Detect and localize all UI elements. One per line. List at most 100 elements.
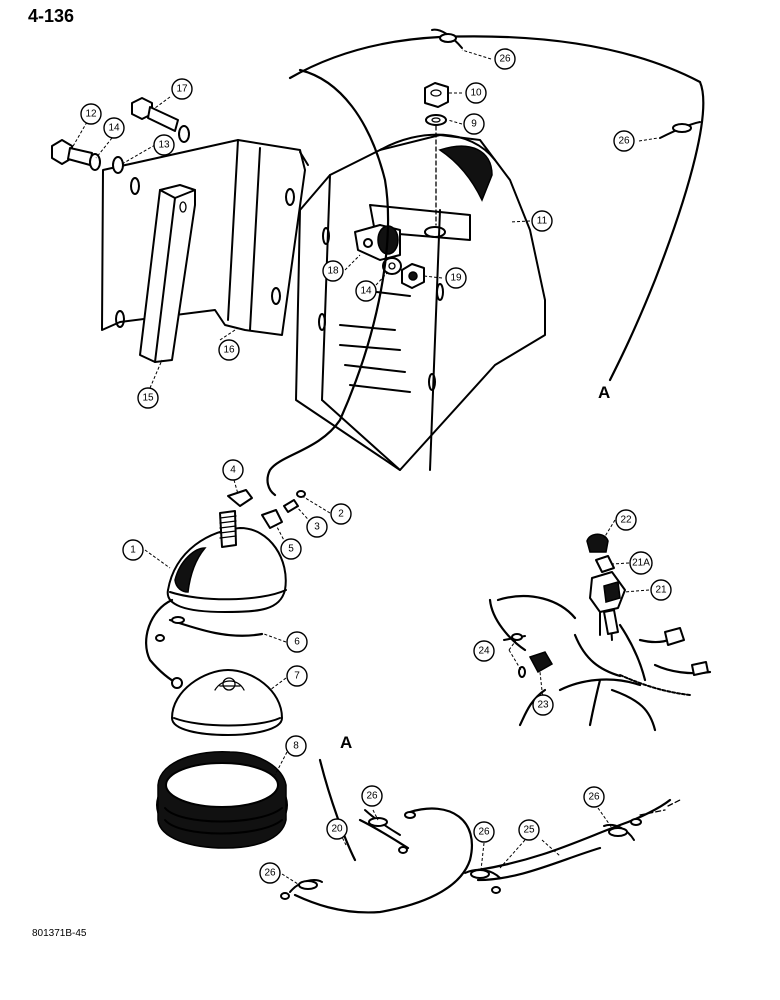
- svg-text:25: 25: [523, 825, 535, 836]
- svg-text:24: 24: [478, 646, 490, 657]
- svg-text:11: 11: [537, 216, 548, 227]
- callout-19: 19: [445, 267, 467, 289]
- callout-13: 13: [153, 134, 175, 156]
- knob-22: [586, 533, 609, 553]
- callout-2: 2: [330, 503, 352, 525]
- wire-25: [476, 798, 672, 872]
- terminals-24: [503, 633, 526, 678]
- svg-text:7: 7: [294, 671, 300, 682]
- washer-9: [425, 114, 447, 126]
- callout-11: 11: [531, 210, 553, 232]
- svg-text:20: 20: [331, 824, 343, 835]
- callout-4: 4: [222, 459, 244, 481]
- terminal-3: [283, 499, 299, 513]
- svg-text:21: 21: [655, 585, 667, 596]
- callout-10: 10: [465, 82, 487, 104]
- svg-text:1: 1: [130, 545, 136, 556]
- svg-text:26: 26: [499, 54, 511, 65]
- callout-1: 1: [122, 539, 144, 561]
- clip-26-right: [659, 121, 701, 139]
- svg-text:3: 3: [314, 522, 320, 533]
- svg-text:18: 18: [327, 266, 339, 277]
- svg-text:26: 26: [366, 791, 378, 802]
- callout-14-left: 14: [103, 117, 125, 139]
- svg-text:4: 4: [230, 465, 236, 476]
- svg-text:15: 15: [142, 393, 154, 404]
- svg-text:5: 5: [288, 544, 294, 555]
- screw-2: [296, 490, 306, 498]
- callout-25: 25: [518, 819, 540, 841]
- clip-26-lower-3: [464, 868, 501, 894]
- page-number: 4-136: [28, 6, 75, 26]
- svg-text:22: 22: [620, 515, 632, 526]
- svg-text:23: 23: [537, 700, 549, 711]
- svg-text:17: 17: [176, 84, 188, 95]
- switch-21: [589, 571, 626, 641]
- wire-continuation: [639, 799, 681, 816]
- washer-14-left: [89, 153, 101, 171]
- callout-8: 8: [285, 735, 307, 757]
- callout-26-lower-right: 26: [583, 786, 605, 808]
- sealed-beam-7: [171, 669, 283, 736]
- svg-text:21A: 21A: [632, 558, 650, 569]
- svg-text:19: 19: [450, 273, 462, 284]
- svg-text:9: 9: [471, 119, 477, 130]
- callout-26-lower-mid: 26: [361, 785, 383, 807]
- callout-22: 22: [615, 509, 637, 531]
- callout-16: 16: [218, 339, 240, 361]
- svg-text:14: 14: [108, 123, 120, 134]
- reference-a-lower: A: [340, 733, 352, 752]
- callout-26-right: 26: [613, 130, 635, 152]
- lamp-lead-6: [145, 598, 264, 689]
- callout-17: 17: [171, 78, 193, 100]
- svg-text:26: 26: [618, 136, 630, 147]
- callout-24: 24: [473, 640, 495, 662]
- callout-20: 20: [326, 818, 348, 840]
- clip-4: [227, 489, 253, 507]
- callout-7: 7: [286, 665, 308, 687]
- reference-a-upper: A: [598, 383, 610, 402]
- nut-19: [401, 263, 425, 289]
- lamp-wire: [266, 68, 390, 497]
- svg-text:12: 12: [85, 109, 97, 120]
- nut-10: [424, 82, 449, 108]
- callout-26-lower-left: 26: [259, 862, 281, 884]
- clip-26-top: [431, 28, 463, 49]
- svg-text:8: 8: [293, 741, 299, 752]
- callout-23: 23: [532, 694, 554, 716]
- callout-21a: 21A: [629, 551, 653, 575]
- wire-20: [318, 758, 357, 862]
- switch-harness: [488, 594, 712, 732]
- svg-text:14: 14: [360, 286, 372, 297]
- washer-14-right: [382, 257, 402, 275]
- svg-text:2: 2: [338, 509, 344, 520]
- callout-15: 15: [137, 387, 159, 409]
- mounting-bracket: [101, 139, 309, 336]
- washer-13: [112, 156, 124, 174]
- callout-14-right: 14: [355, 280, 377, 302]
- wire-25b: [476, 846, 602, 882]
- svg-text:10: 10: [470, 88, 482, 99]
- callout-9: 9: [463, 113, 485, 135]
- harness-wire-upper: [288, 35, 705, 382]
- ring-8: [156, 751, 288, 849]
- wire-lower-2: [293, 807, 473, 914]
- svg-text:13: 13: [158, 140, 170, 151]
- callout-26-top: 26: [494, 48, 516, 70]
- bolt-17: [131, 97, 179, 132]
- figure-code: 801371B-45: [32, 928, 87, 939]
- svg-text:16: 16: [223, 345, 235, 356]
- callout-26-lower-center: 26: [473, 821, 495, 843]
- callout-18: 18: [322, 260, 344, 282]
- callout-3: 3: [306, 516, 328, 538]
- washer-13-right: [178, 125, 190, 143]
- clip-26-lower-1: [280, 879, 323, 900]
- svg-text:26: 26: [264, 868, 276, 879]
- light-housing: [295, 133, 546, 471]
- wire-lower-1: [358, 818, 410, 850]
- callout-21: 21: [650, 579, 672, 601]
- callout-leaders: [71, 49, 659, 885]
- svg-text:6: 6: [294, 637, 300, 648]
- bolt-12: [51, 139, 93, 166]
